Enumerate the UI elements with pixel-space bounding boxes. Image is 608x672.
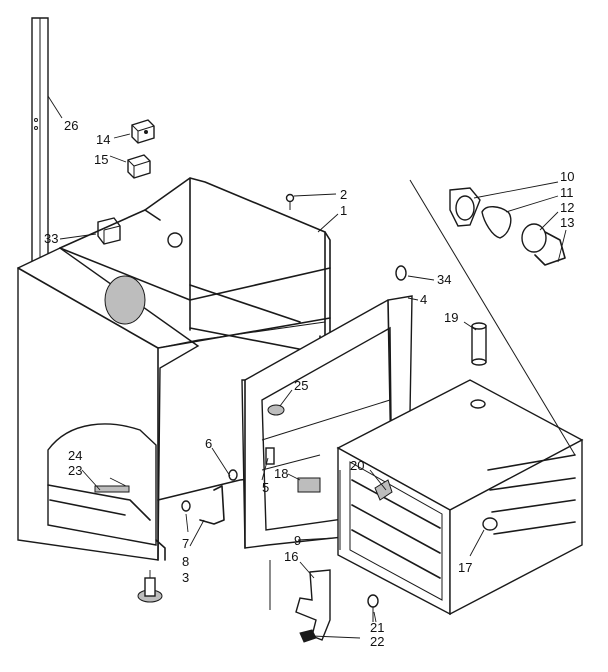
label-18: 18 [274,466,288,481]
label-8: 8 [182,554,189,569]
label-24: 24 [68,448,82,463]
plug-part-34 [395,265,407,281]
label-7: 7 [182,536,189,551]
block-part-15 [127,154,151,179]
label-15: 15 [94,152,108,167]
label-20: 20 [350,458,364,473]
rail-part-26 [31,17,49,263]
part-labels: 26 14 15 33 2 1 10 11 12 13 34 4 19 25 6… [44,118,574,649]
label-11: 11 [560,185,574,200]
oven-cavity-part-9 [336,379,584,616]
label-23: 23 [68,463,82,478]
label-14: 14 [96,132,110,147]
block-part-14 [131,119,155,144]
label-3: 3 [182,570,189,585]
label-2: 2 [340,187,347,202]
leader-lines [47,95,567,639]
cabinet-body-part-1 [17,177,331,561]
label-33: 33 [44,231,58,246]
label-26: 26 [64,118,78,133]
small-hardware [181,447,321,525]
light-assembly [449,187,566,266]
label-12: 12 [560,200,574,215]
label-13: 13 [560,215,574,230]
screw-part-2 [285,193,295,210]
label-17: 17 [458,560,472,575]
label-16: 16 [284,549,298,564]
label-9: 9 [294,533,301,548]
foot-part-3 [137,577,163,603]
label-1: 1 [340,203,347,218]
cylinder-part-19 [471,322,487,366]
label-21: 21 [370,620,384,635]
label-5: 5 [262,480,269,495]
label-34: 34 [437,272,451,287]
guide-line [409,179,576,456]
label-4: 4 [420,292,427,307]
label-19: 19 [444,310,458,325]
label-10: 10 [560,169,574,184]
lower-hardware [295,569,379,643]
label-25: 25 [294,378,308,393]
label-22: 22 [370,634,384,649]
label-6: 6 [205,436,212,451]
